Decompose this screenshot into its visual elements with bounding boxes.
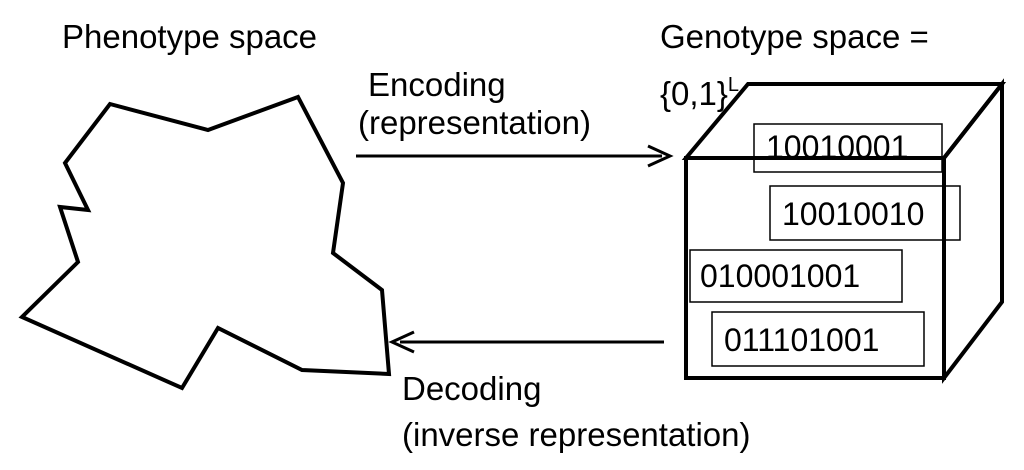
bitstring-item: 10010001 [753,123,943,173]
bitstring-text: 10010001 [766,129,908,165]
genotype-length-superscript: L [727,74,740,96]
bitstring-item: 011101001 [711,311,925,367]
bitstring-text: 010001001 [700,258,860,294]
genotype-space-cube [681,78,1007,384]
genotype-space-title: Genotype space = [660,18,929,55]
cube-side-face [942,78,1004,384]
encoding-arrow [356,144,674,168]
decoding-arrow [388,330,664,354]
phenotype-space-title: Phenotype space [62,18,318,55]
genotype-set-notation: {0,1}L [660,66,739,113]
decoding-sublabel: (inverse representation) [402,416,751,453]
bitstring-text: 011101001 [724,322,879,358]
phenotype-space-shape [18,94,392,391]
bitstring-item: 010001001 [689,249,903,303]
encoding-label: Encoding [368,66,506,103]
encoding-sublabel: (representation) [358,104,591,141]
decoding-label: Decoding [402,370,542,407]
genotype-set-base: {0,1} [660,75,728,112]
bitstring-text: 10010010 [782,196,924,232]
bitstring-item: 10010010 [769,185,961,241]
